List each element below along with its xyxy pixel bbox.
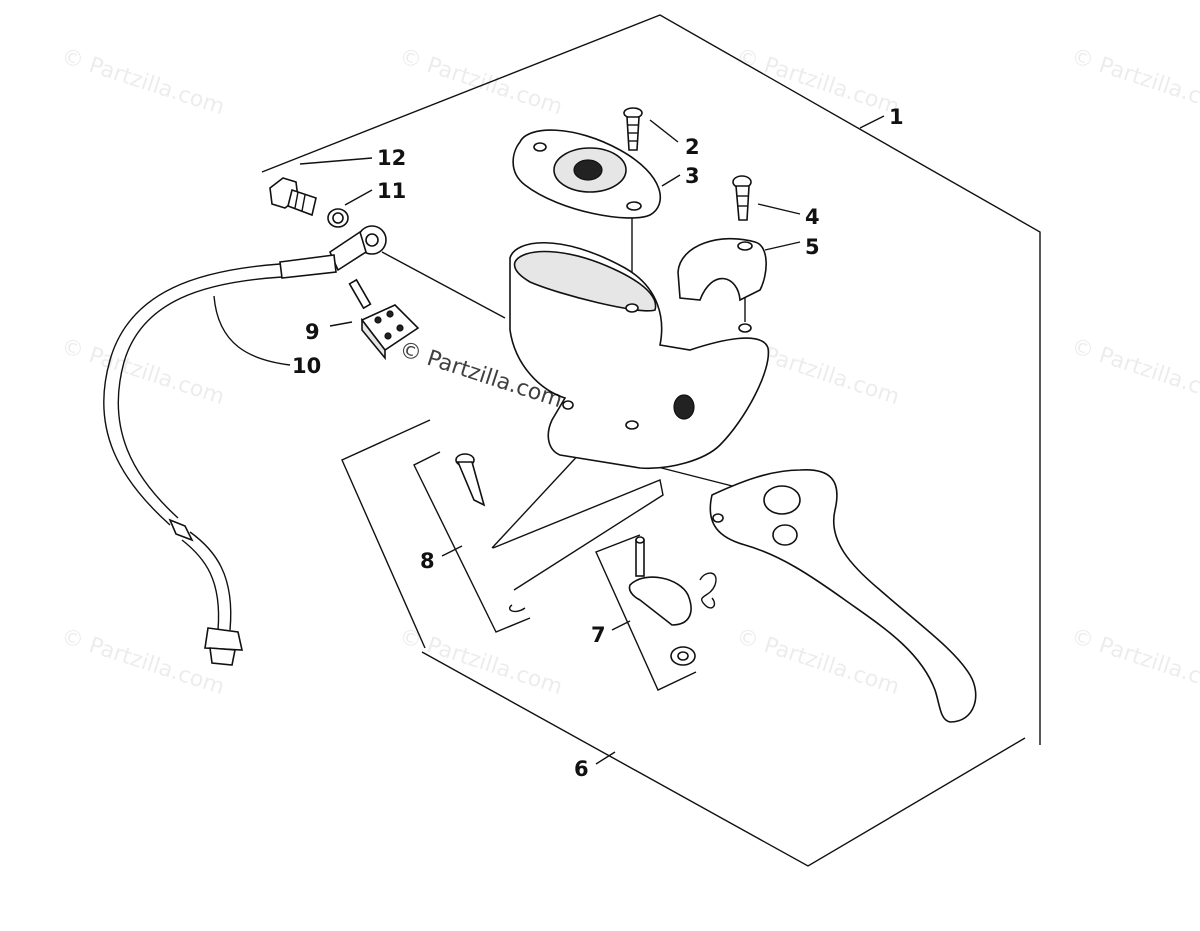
callout-11: 11 [377, 179, 406, 203]
leader-7 [611, 620, 631, 631]
callout-10: 10 [292, 354, 321, 378]
assembly-bracket-outline [261, 14, 1041, 745]
watermark: © Partzilla.com [396, 624, 565, 700]
pivot-pin-8 [455, 453, 526, 613]
alignment-line-hose [381, 251, 506, 319]
leader-2 [649, 119, 679, 143]
leader-5 [764, 241, 801, 251]
reservoir-cover-3 [512, 129, 662, 219]
callout-4: 4 [805, 205, 820, 229]
callout-1: 1 [889, 105, 904, 129]
watermark: © Partzilla.com [58, 624, 227, 700]
watermark: © Partzilla.com [1068, 624, 1200, 700]
master-cylinder-body [509, 241, 770, 470]
leader-9 [329, 321, 353, 327]
brake-hose-10 [103, 225, 387, 666]
watermark: © Partzilla.com [1068, 44, 1200, 120]
bracket-7 [595, 534, 697, 691]
leader-1 [859, 115, 885, 129]
bracket-8-upper [492, 479, 664, 591]
callout-9: 9 [305, 320, 320, 344]
callout-5: 5 [805, 235, 820, 259]
assembly-bracket-lower [421, 651, 1026, 867]
watermark: © Partzilla.com [733, 44, 902, 120]
leader-11 [344, 189, 373, 206]
leader-6 [595, 751, 616, 765]
brake-switch-9 [348, 278, 420, 361]
watermark: © Partzilla.com [58, 44, 227, 120]
callout-3: 3 [685, 164, 700, 188]
handlebar-clamp-5 [677, 237, 767, 302]
subassembly-bracket-6 [341, 419, 431, 649]
callout-12: 12 [377, 146, 406, 170]
leader-4 [757, 203, 801, 215]
leader-3 [661, 174, 681, 187]
watermark: © Partzilla.com [58, 334, 227, 410]
callout-2: 2 [685, 135, 700, 159]
leader-10 [213, 295, 291, 366]
leader-12 [299, 157, 373, 165]
callout-8: 8 [420, 549, 435, 573]
cap-screw-2 [623, 107, 643, 151]
leader-8 [441, 545, 463, 557]
clamp-screw-4 [732, 175, 752, 221]
callout-7: 7 [591, 623, 606, 647]
callout-6: 6 [574, 757, 589, 781]
washer-11 [327, 208, 349, 228]
bracket-8 [413, 451, 531, 633]
brake-lever [709, 469, 977, 723]
lever-adjuster-7 [628, 536, 717, 666]
banjo-bolt-12 [269, 177, 317, 217]
watermark: © Partzilla.com [1068, 334, 1200, 410]
watermark: © Partzilla.com [733, 624, 902, 700]
